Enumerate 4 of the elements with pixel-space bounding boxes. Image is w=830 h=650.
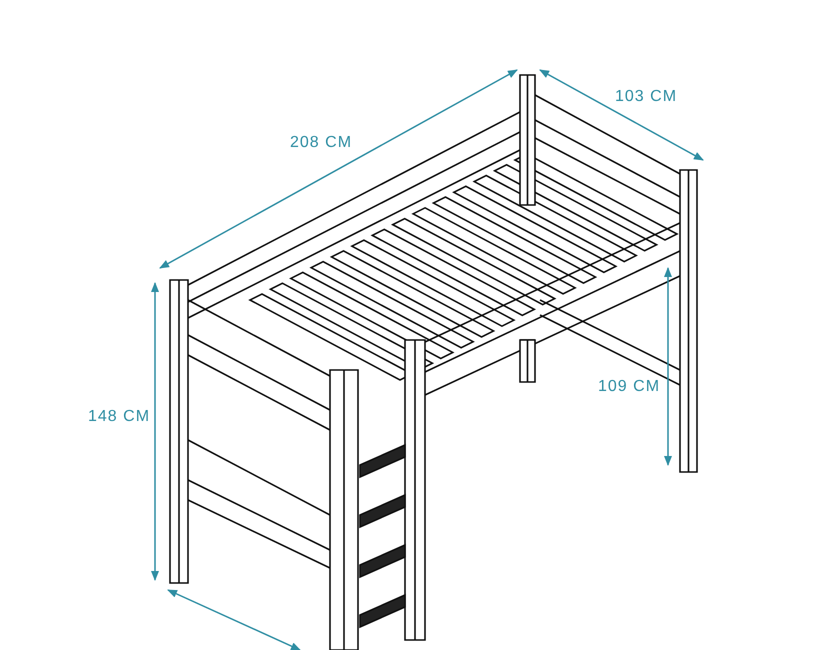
dimension-label: 103 CM bbox=[615, 88, 678, 106]
dimension-label: 148 CM bbox=[88, 408, 150, 426]
dimension-label: 208 CM bbox=[290, 134, 352, 152]
dimension-label: 109 CM bbox=[598, 378, 660, 396]
